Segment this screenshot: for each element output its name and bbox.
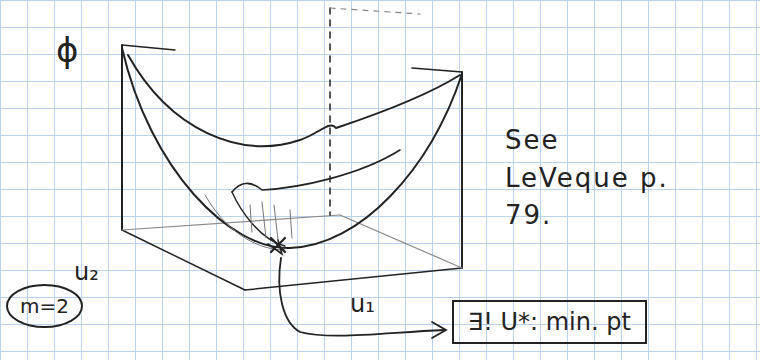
leader-line xyxy=(279,258,444,336)
dashed-axis xyxy=(329,8,331,215)
leader-arrowhead xyxy=(432,322,446,338)
result-box: ∃! U*: min. pt xyxy=(452,300,647,344)
box-edge xyxy=(461,72,463,268)
node-text: ∃! U*: min. pt xyxy=(468,308,631,336)
ellipse-shape xyxy=(7,285,82,327)
contour xyxy=(232,150,400,192)
axis-label: u₁ xyxy=(350,290,375,319)
back-rim xyxy=(128,55,460,146)
base-edge xyxy=(245,268,462,290)
surface-drawing xyxy=(122,8,462,338)
contour xyxy=(232,192,285,246)
front-rim xyxy=(122,48,462,248)
leader-tail-mark xyxy=(268,240,282,254)
reference-note: See LeVeque p. 79. xyxy=(505,122,675,235)
base-edge xyxy=(122,230,245,290)
circled-note: m=2 xyxy=(6,284,83,328)
node-text: m=2 xyxy=(20,294,69,318)
box-edge xyxy=(121,45,123,230)
box-edge xyxy=(412,68,462,72)
dashed-edge xyxy=(330,8,420,14)
axis-label: u₂ xyxy=(74,258,99,287)
contour xyxy=(205,195,285,250)
axis-label: ϕ xyxy=(56,30,78,71)
hatching xyxy=(250,202,292,240)
box-edge xyxy=(122,45,175,50)
